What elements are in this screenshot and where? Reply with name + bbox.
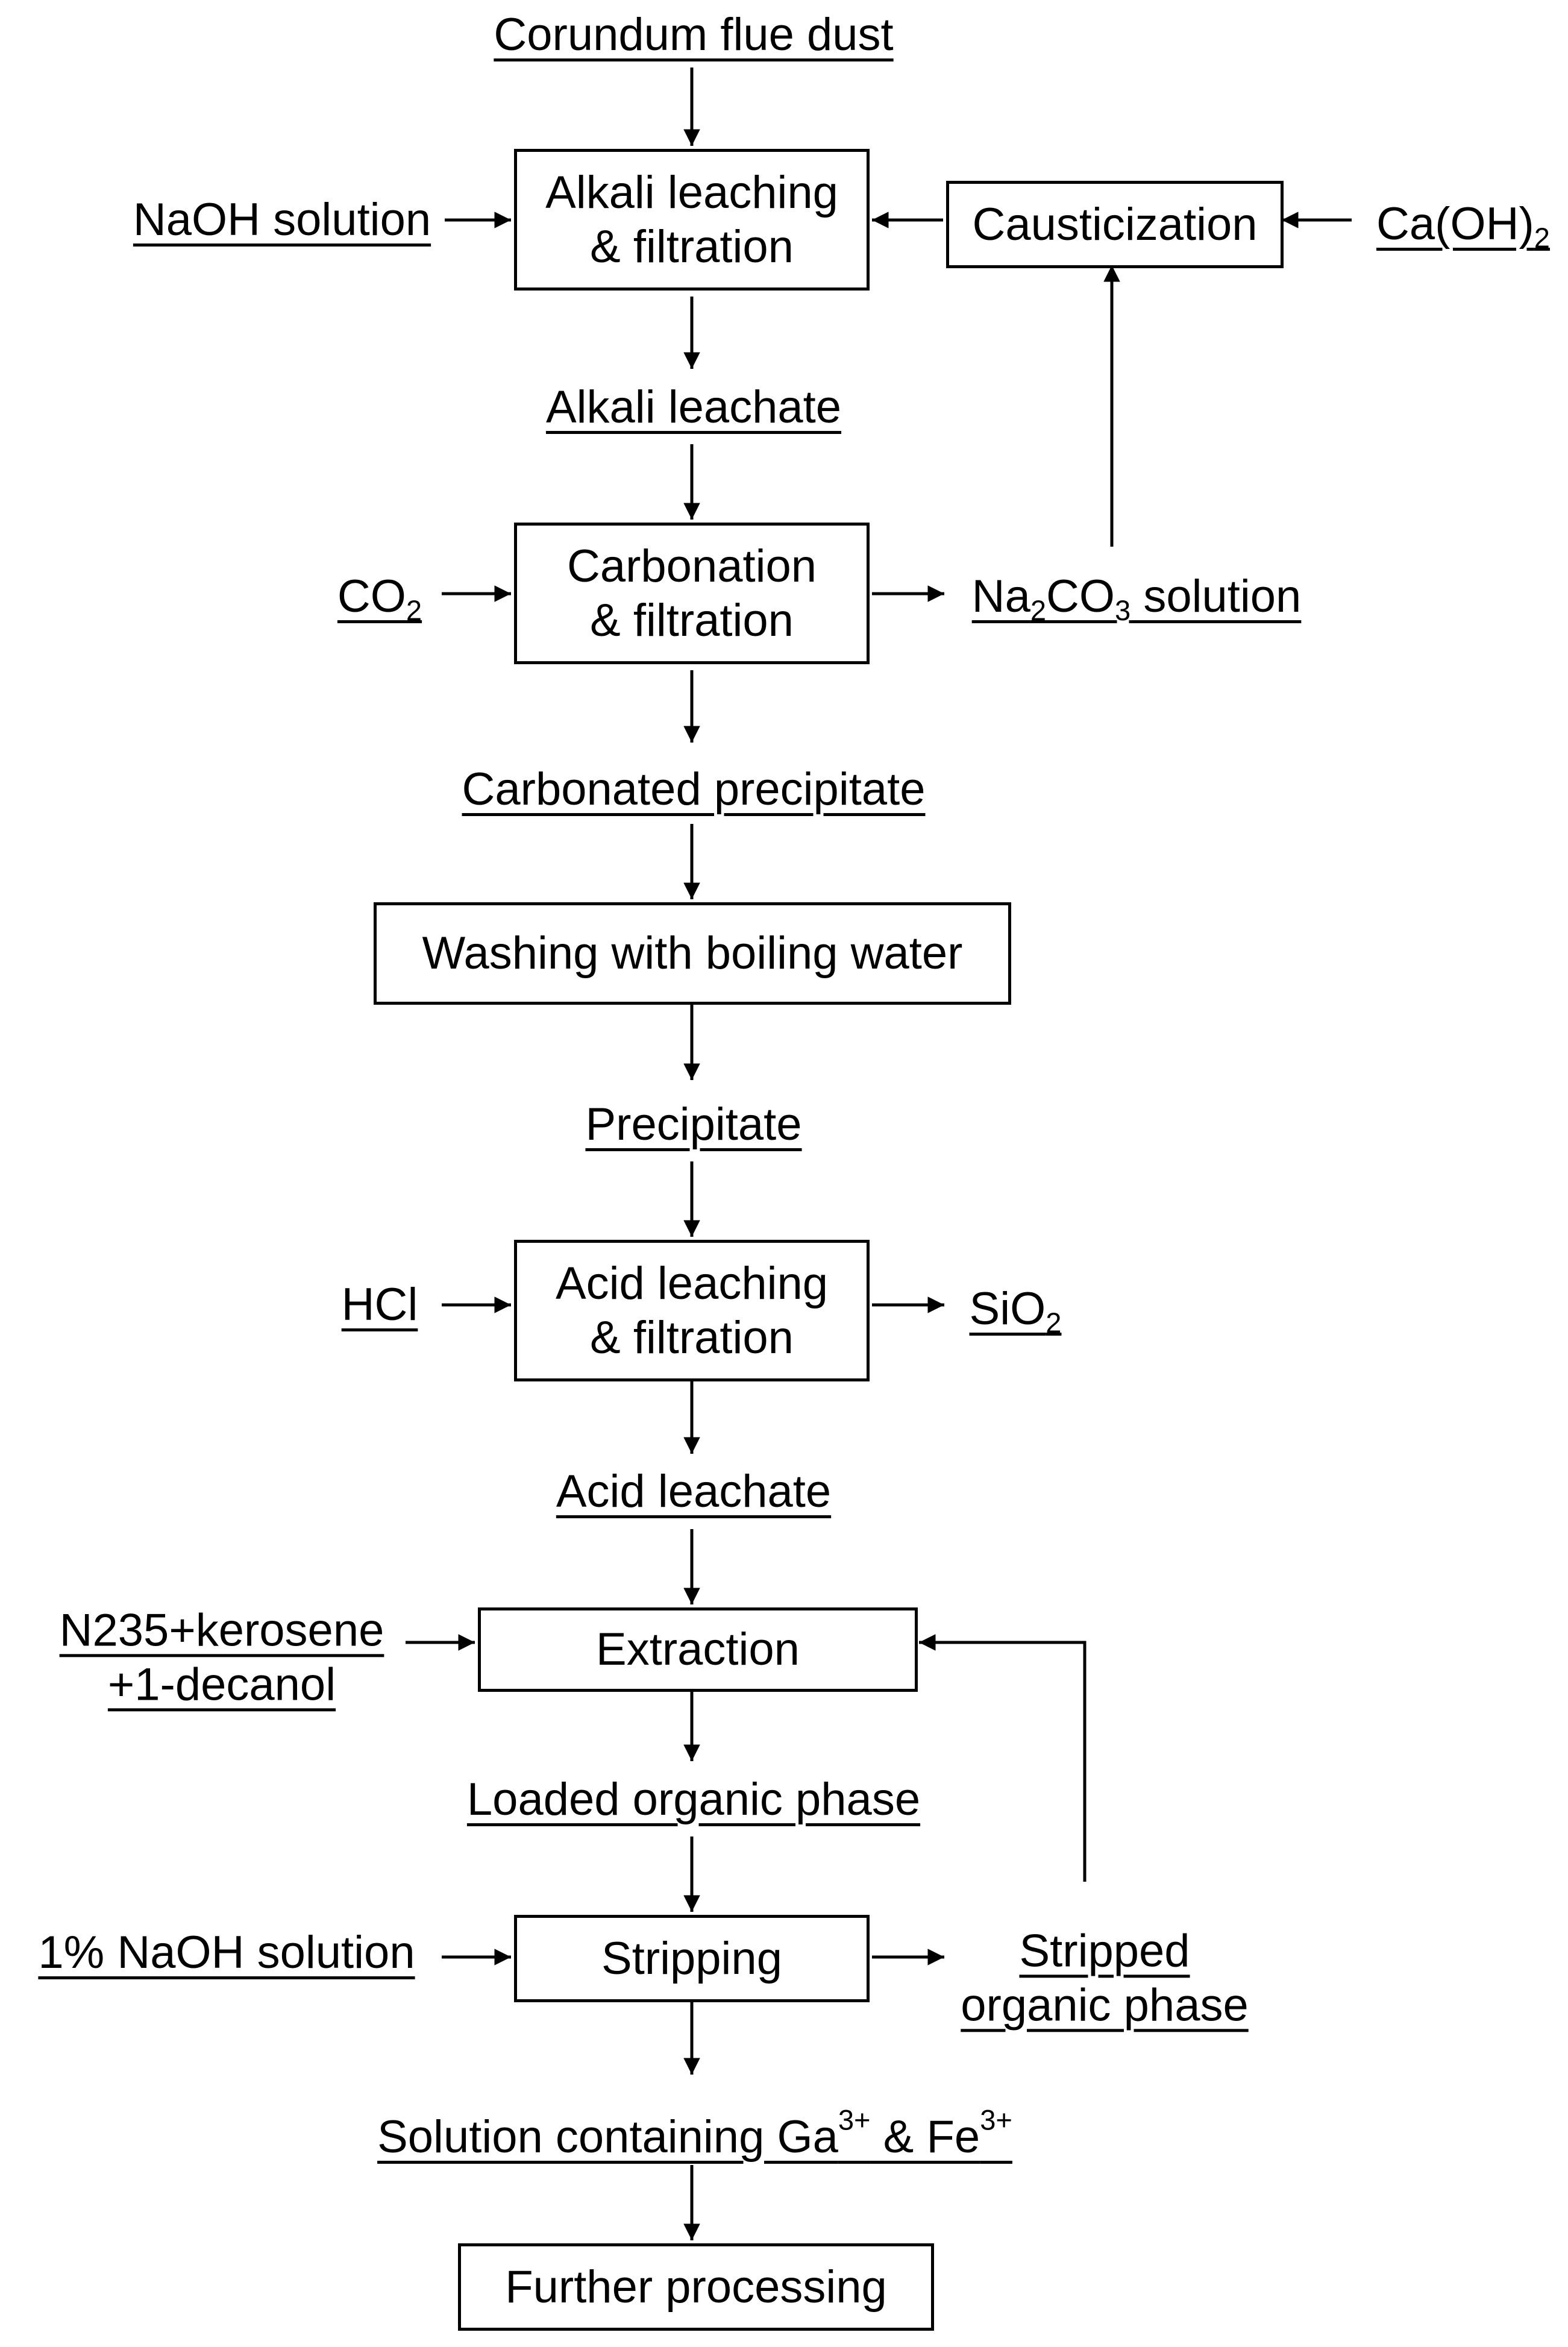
further-processing-box: Further processing xyxy=(458,2243,934,2331)
arrow-stripped-organic-to-extraction xyxy=(919,1634,1087,1882)
further-processing-label: Further processing xyxy=(505,2261,887,2313)
stripped-organic-line-1: Stripped xyxy=(1019,1925,1190,1977)
caoh2-label: Ca(OH)2 xyxy=(1376,198,1550,254)
alkali-leaching-line-1: Alkali leaching xyxy=(545,166,838,218)
extractant-label: N235+kerosene +1-decanol xyxy=(60,1603,384,1711)
loaded-organic-phase-label: Loaded organic phase xyxy=(466,1774,921,1825)
acid-leaching-box: Acid leaching & filtration xyxy=(514,1240,870,1381)
carbonation-box: Carbonation & filtration xyxy=(514,523,870,664)
washing-box: Washing with boiling water xyxy=(374,902,1011,1005)
alkali-leachate-label: Alkali leachate xyxy=(545,382,842,433)
hcl-label: HCl xyxy=(341,1279,418,1330)
stripping-box: Stripping xyxy=(514,1915,870,2002)
naoh-solution-label: NaOH solution xyxy=(133,194,431,245)
causticization-label: Causticization xyxy=(972,198,1258,250)
alkali-leaching-box: Alkali leaching & filtration xyxy=(514,149,870,291)
precipitate-label: Precipitate xyxy=(585,1099,802,1150)
causticization-box: Causticization xyxy=(946,181,1284,268)
sio2-label: SiO2 xyxy=(969,1283,1062,1339)
stripped-organic-line-2: organic phase xyxy=(961,1979,1249,2031)
extractant-line-1: N235+kerosene xyxy=(59,1604,384,1656)
co2-label: CO2 xyxy=(337,571,422,627)
stripped-organic-phase-label: Stripped organic phase xyxy=(961,1924,1248,2032)
acid-leaching-line-2: & filtration xyxy=(590,1312,794,1363)
acid-leachate-label: Acid leachate xyxy=(556,1466,832,1517)
extractant-line-2: +1-decanol xyxy=(107,1659,336,1710)
ga-fe-solution-label: Solution containing Ga3+ & Fe3+ xyxy=(377,2104,1012,2163)
acid-leaching-line-1: Acid leaching xyxy=(555,1257,829,1309)
extraction-label: Extraction xyxy=(596,1624,800,1676)
extraction-box: Extraction xyxy=(478,1607,918,1692)
stripping-label: Stripping xyxy=(601,1932,782,1984)
alkali-leaching-line-2: & filtration xyxy=(590,221,794,272)
carbonation-line-1: Carbonation xyxy=(566,540,817,592)
carbonation-line-2: & filtration xyxy=(590,594,794,646)
carbonated-precipitate-label: Carbonated precipitate xyxy=(462,764,926,815)
naoh-1pct-label: 1% NaOH solution xyxy=(38,1927,415,1978)
feed-label: Corundum flue dust xyxy=(494,9,894,60)
washing-label: Washing with boiling water xyxy=(422,928,963,979)
na2co3-solution-label: Na2CO3 solution xyxy=(971,571,1302,627)
